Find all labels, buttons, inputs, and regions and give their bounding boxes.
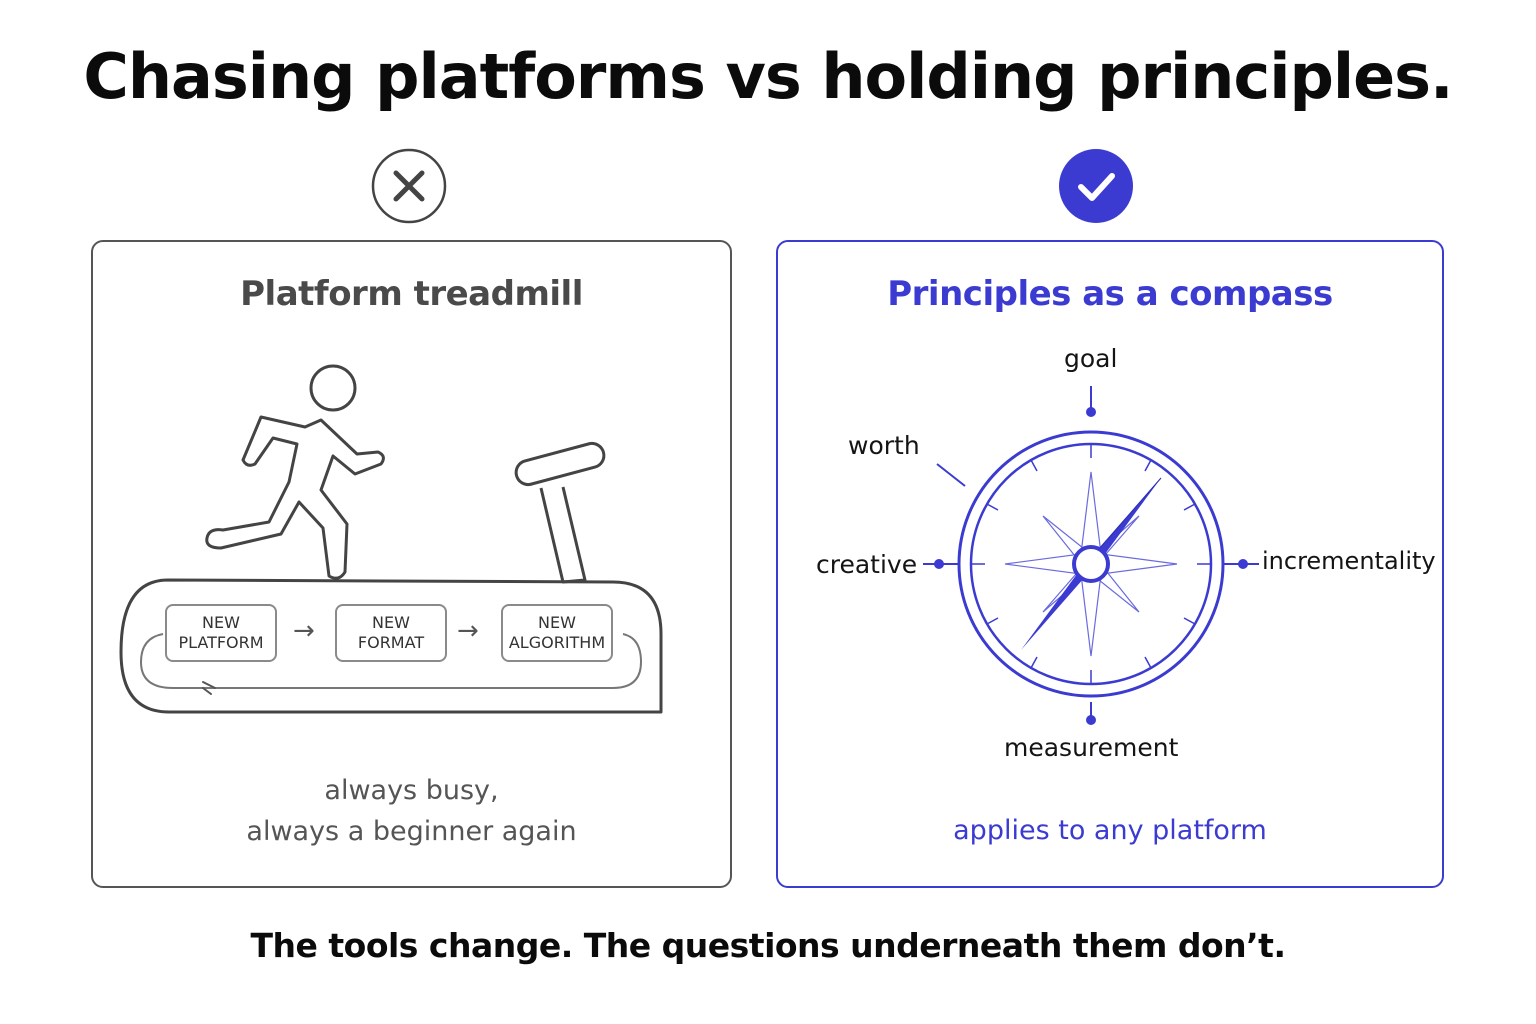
label-measurement: measurement xyxy=(1004,733,1179,762)
caption-line: always a beginner again xyxy=(246,816,577,847)
footer-tagline: The tools change. The questions undernea… xyxy=(250,926,1287,965)
label-incrementality: incrementality xyxy=(1262,547,1436,575)
principles-compass-panel: Principles as a compass xyxy=(776,240,1444,888)
cycle-step-line: ALGORITHM xyxy=(508,633,606,652)
panel-title: Platform treadmill xyxy=(240,274,583,314)
arrow-right-icon: → xyxy=(293,616,315,646)
cycle-step-line: PLATFORM xyxy=(178,633,264,652)
treadmill-icon xyxy=(119,441,663,714)
runner-icon xyxy=(205,364,385,580)
platform-treadmill-panel: Platform treadmill NEW PLATFORM → NEW FO… xyxy=(91,240,732,888)
label-worth: worth xyxy=(848,431,920,460)
cycle-step-algorithm: NEW ALGORITHM xyxy=(501,604,613,662)
x-icon xyxy=(371,148,447,224)
label-goal: goal xyxy=(1064,344,1118,373)
cycle-step-line: NEW xyxy=(372,613,410,632)
caption-line: always busy, xyxy=(324,775,499,806)
cycle-step-format: NEW FORMAT xyxy=(335,604,447,662)
cycle-step-platform: NEW PLATFORM xyxy=(165,604,277,662)
page-title: Chasing platforms vs holding principles. xyxy=(83,40,1453,113)
treadmill-caption: always busy, always a beginner again xyxy=(93,770,730,852)
check-icon xyxy=(1058,148,1134,224)
cycle-step-line: FORMAT xyxy=(357,633,425,652)
label-creative: creative xyxy=(816,550,918,579)
panel-title: Principles as a compass xyxy=(887,274,1333,314)
compass-caption: applies to any platform xyxy=(953,815,1267,846)
cycle-step-line: NEW xyxy=(202,613,240,632)
compass-icon xyxy=(923,386,1259,725)
cycle-step-line: NEW xyxy=(538,613,576,632)
arrow-right-icon: → xyxy=(457,616,479,646)
